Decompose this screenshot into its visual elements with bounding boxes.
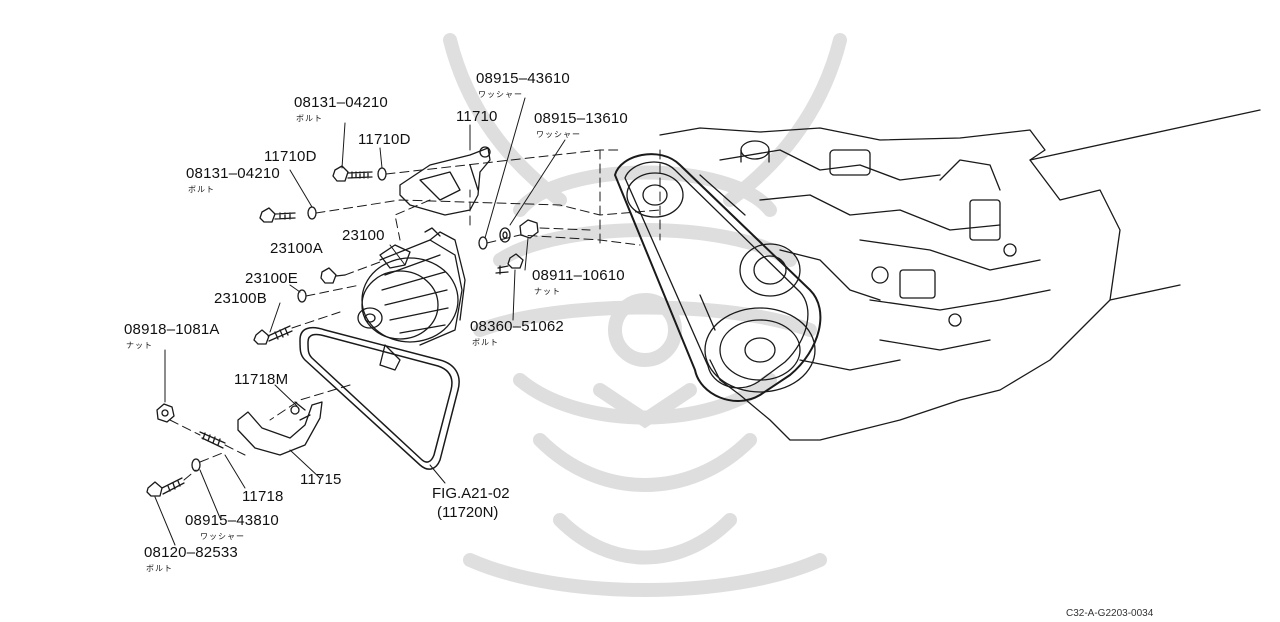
figure-reference-label: FIG.A21-02	[432, 485, 510, 502]
part-08131-04210-top-label: 08131–04210	[294, 94, 388, 111]
part-08915-43610-desc: ワッシャー	[478, 90, 523, 99]
part-11710d-upper-label: 11710D	[358, 131, 411, 148]
adjusting-bar-11715	[237, 401, 323, 456]
part-11710d-lower-label: 11710D	[264, 148, 317, 165]
engine-block	[659, 109, 1261, 441]
part-08915-43810-desc: ワッシャー	[200, 532, 245, 541]
part-08915-43810-label: 08915–43810	[185, 512, 279, 529]
part-08918-1081a-label: 08918–1081A	[124, 321, 220, 338]
part-11715-label: 11715	[300, 471, 342, 488]
part-23100a-label: 23100A	[270, 240, 323, 257]
part-08915-43610-label: 08915–43610	[476, 70, 570, 87]
engine-drive-belt	[614, 153, 822, 402]
part-11718m-label: 11718M	[234, 371, 289, 388]
watermark-helmet-icon	[443, 33, 847, 597]
part-23100e-label: 23100E	[245, 270, 298, 287]
part-08131-04210-lower-desc: ボルト	[188, 185, 215, 194]
figure-reference-part: (11720N)	[437, 504, 499, 521]
part-11710-label: 11710	[456, 108, 498, 125]
part-08360-51062-label: 08360–51062	[470, 318, 564, 335]
leader-lines	[154, 97, 566, 546]
assembly-guide-lines	[169, 149, 661, 481]
part-08360-51062-desc: ボルト	[472, 338, 499, 347]
part-08120-82533-desc: ボルト	[146, 564, 173, 573]
part-08915-13610-desc: ワッシャー	[536, 130, 581, 139]
alternator-23100	[357, 227, 466, 371]
part-08911-10610-desc: ナット	[534, 287, 561, 296]
part-08131-04210-lower-label: 08131–04210	[186, 165, 280, 182]
part-23100-label: 23100	[342, 227, 385, 244]
part-23100b-label: 23100B	[214, 290, 267, 307]
part-08131-04210-top-desc: ボルト	[296, 114, 323, 123]
part-08915-13610-label: 08915–13610	[534, 110, 628, 127]
part-08120-82533-label: 08120–82533	[144, 544, 238, 561]
bracket-11710	[399, 146, 491, 216]
part-11718-label: 11718	[242, 488, 284, 505]
part-08911-10610-label: 08911–10610	[532, 267, 625, 284]
fasteners	[146, 165, 539, 497]
alternator-belt-11720n	[299, 327, 460, 470]
part-08918-1081a-desc: ナット	[126, 341, 153, 350]
diagram-code: C32-A-G2203-0034	[1066, 608, 1154, 619]
